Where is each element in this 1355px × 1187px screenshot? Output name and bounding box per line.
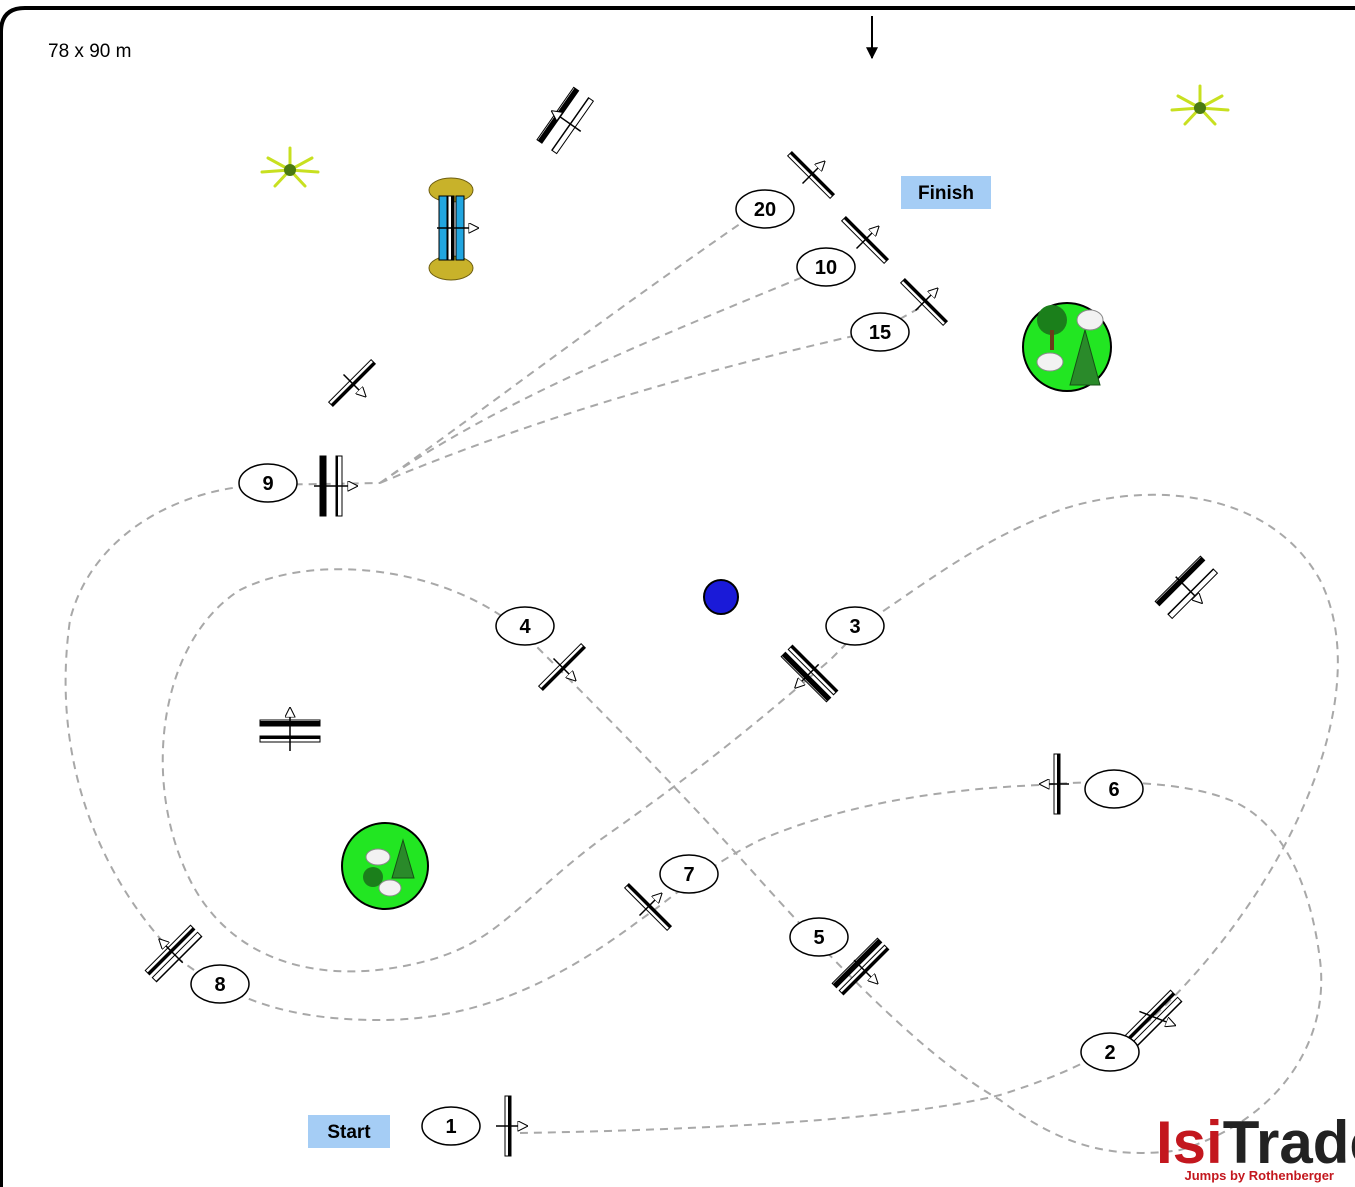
plant-icon xyxy=(1170,84,1230,126)
svg-text:15: 15 xyxy=(869,322,891,344)
jump-label-5: 5 xyxy=(789,917,849,957)
jump-10 xyxy=(840,215,890,265)
svg-text:Jumps by Rothenberger: Jumps by Rothenberger xyxy=(1184,1168,1334,1183)
jump-label-7: 7 xyxy=(659,854,719,894)
jump-1 xyxy=(496,1095,526,1157)
jump-20 xyxy=(786,150,836,200)
jump-label-8: 8 xyxy=(190,964,250,1004)
svg-text:5: 5 xyxy=(813,927,824,949)
svg-text:7: 7 xyxy=(683,864,694,886)
svg-text:1: 1 xyxy=(445,1116,456,1138)
unnumbered-jump xyxy=(536,86,595,155)
svg-text:4: 4 xyxy=(519,616,531,638)
course-path xyxy=(64,209,1339,1154)
svg-text:20: 20 xyxy=(754,199,776,221)
tree-island-icon xyxy=(1022,302,1112,392)
jump-label-4: 4 xyxy=(495,606,555,646)
jump-2 xyxy=(1124,989,1183,1048)
plant-icon xyxy=(260,146,320,188)
svg-text:Start: Start xyxy=(327,1122,371,1143)
water-jump-icon xyxy=(428,177,477,281)
svg-text:6: 6 xyxy=(1108,779,1119,801)
svg-text:2: 2 xyxy=(1104,1042,1115,1064)
jump-label-3: 3 xyxy=(825,606,885,646)
jump-9 xyxy=(314,455,356,517)
jump-label-2: 2 xyxy=(1080,1032,1140,1072)
svg-text:10: 10 xyxy=(815,257,837,279)
jump-label-20: 20 xyxy=(735,189,795,229)
finish-marker: Finish xyxy=(901,176,991,209)
jump-label-1: 1 xyxy=(421,1106,481,1146)
jump-3 xyxy=(780,644,839,703)
jump-label-15: 15 xyxy=(850,312,910,352)
jump-label-10: 10 xyxy=(796,247,856,287)
arena-border xyxy=(0,6,1355,1187)
jump-6 xyxy=(1041,753,1069,815)
svg-text:IsiTrade: IsiTrade xyxy=(1156,1109,1355,1176)
svg-text:Finish: Finish xyxy=(918,183,974,204)
unnumbered-jump xyxy=(259,709,321,751)
unnumbered-jump xyxy=(1154,555,1219,620)
water-marker xyxy=(703,579,739,615)
tree-island-icon xyxy=(341,822,429,910)
jump-label-9: 9 xyxy=(238,463,298,503)
jump-5 xyxy=(831,937,890,996)
svg-text:8: 8 xyxy=(214,974,225,996)
svg-text:9: 9 xyxy=(262,473,273,495)
jump-4 xyxy=(537,642,587,692)
jump-label-6: 6 xyxy=(1084,769,1144,809)
unnumbered-jump xyxy=(327,358,377,408)
start-marker: Start xyxy=(308,1115,390,1148)
jump-7 xyxy=(623,882,673,932)
jump-15 xyxy=(899,277,949,327)
jump-8 xyxy=(144,924,203,983)
brand-logo: IsiTrade Jumps by Rothenberger xyxy=(1156,1109,1355,1183)
svg-text:3: 3 xyxy=(849,616,860,638)
arena-dimensions: 78 x 90 m xyxy=(48,41,131,62)
